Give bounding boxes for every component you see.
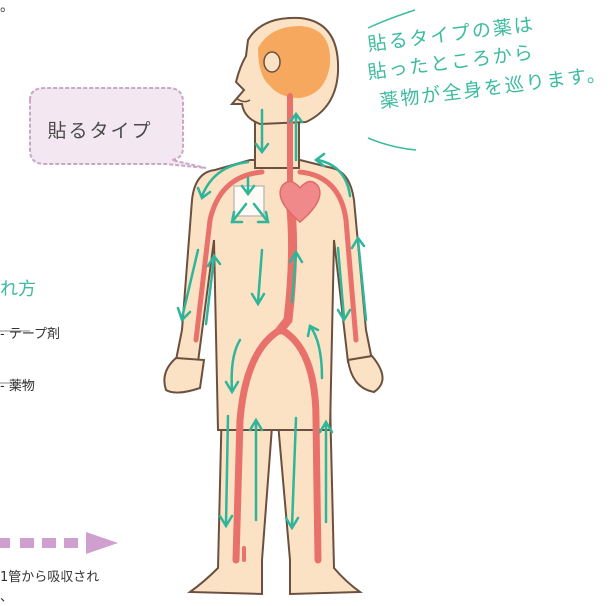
footer-line-2: 、 bbox=[0, 586, 13, 605]
label-tape: - テープ剤 bbox=[0, 323, 60, 342]
footer-line-1: 1管から吸収され bbox=[0, 566, 99, 585]
label-drug: - 薬物 bbox=[0, 375, 35, 394]
label-drug-text: 薬物 bbox=[9, 379, 35, 394]
human-body bbox=[164, 18, 382, 594]
dashed-arrow bbox=[0, 532, 118, 554]
label-tape-text: テープ剤 bbox=[9, 327, 60, 342]
note-bottom-stroke bbox=[368, 138, 416, 150]
bubble-label: 貼るタイプ bbox=[36, 116, 164, 143]
side-panel-title: れ方 bbox=[0, 275, 36, 301]
